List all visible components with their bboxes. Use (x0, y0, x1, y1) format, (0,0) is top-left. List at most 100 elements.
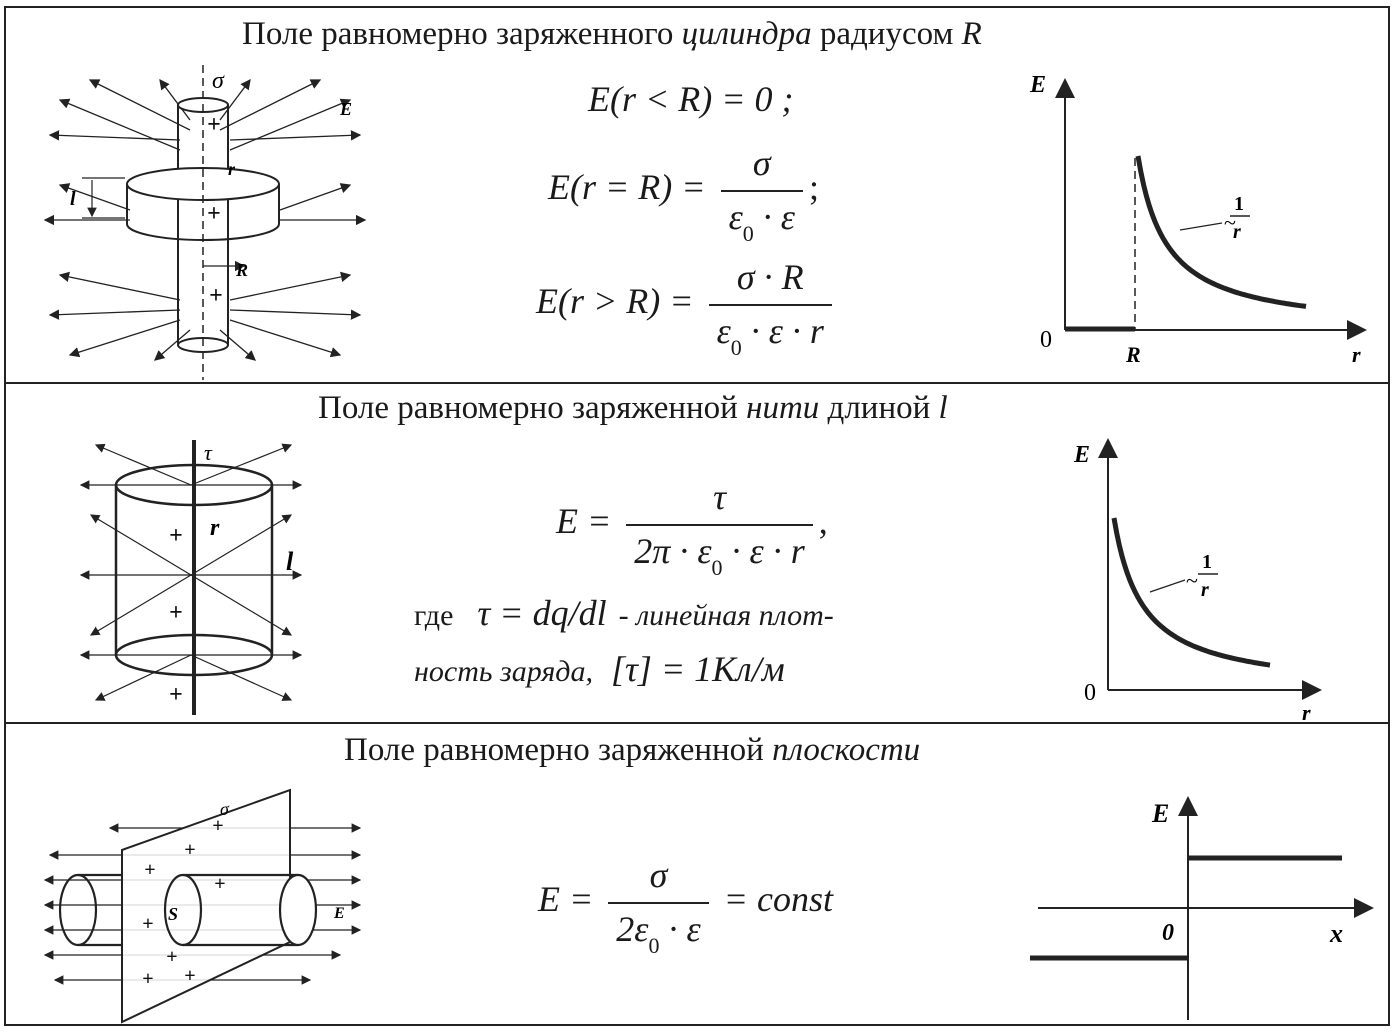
formula-lhs: E = (538, 878, 603, 919)
plus-sign: + (142, 968, 153, 990)
plus-sign: + (209, 283, 223, 309)
gauss-cylinder (58, 873, 318, 947)
den-part: ε (728, 196, 743, 237)
origin-label: 0 (1040, 327, 1052, 353)
plus-sign: + (142, 913, 153, 935)
fraction-numerator: σ · R (736, 257, 804, 297)
length-marker (82, 177, 125, 219)
plus-sign: + (144, 859, 155, 881)
charge-signs: + + + (169, 523, 183, 708)
fraction-denominator: ε0 · ε (720, 189, 803, 245)
length-label: l (286, 547, 294, 576)
plus-sign: + (166, 946, 177, 968)
thread-note-line2: ность заряда, [τ] = 1Кл/м (414, 648, 785, 690)
charge-signs: + + + + + + + + (142, 815, 225, 990)
area-label: S (168, 904, 178, 924)
den-subscript: 0 (648, 932, 660, 958)
radius-R-label: R (235, 260, 248, 280)
plus-sign: + (184, 965, 195, 987)
y-axis-label: E (1073, 442, 1090, 468)
title-italic-word: цилиндра (681, 16, 812, 52)
den-part: · ε · r (722, 530, 805, 571)
plus-sign: + (214, 873, 225, 895)
formula-tail: , (818, 500, 828, 541)
formula-lhs: E = (556, 500, 621, 541)
cylinder-formula-inside: E(r < R) = 0 ; (588, 79, 794, 119)
title-italic-word: нити (746, 390, 820, 426)
origin-label: 0 (1162, 920, 1174, 946)
tau-label: τ (204, 440, 213, 465)
note-text: - линейная плот- (618, 599, 834, 632)
curve-label-den: r (1201, 579, 1209, 601)
note-tau-definition: τ = dq/dl (477, 593, 607, 633)
title-text-middle: длиной (819, 390, 939, 426)
den-subscript: 0 (742, 220, 754, 246)
title-text: Поле равномерно заряженной (318, 390, 747, 426)
den-part: · ε (753, 196, 795, 237)
cylinder-section-title: Поле равномерно заряженного цилиндра рад… (242, 16, 982, 53)
inverse-r-curve (1111, 517, 1271, 668)
curve-label-den: r (1233, 221, 1241, 243)
tilde: ~ (1186, 568, 1198, 593)
thread-section-title: Поле равномерно заряженной нити длиной l (318, 390, 948, 427)
thread-graph: E 0 r ~ 1 r (1073, 438, 1322, 725)
fraction-numerator: τ (713, 477, 726, 517)
title-symbol: R (961, 16, 982, 52)
length-label: l (70, 188, 76, 210)
section-divider-2 (4, 722, 1390, 724)
fraction-numerator: σ (649, 855, 668, 895)
formula-lhs: E(r = R) = (548, 166, 715, 207)
den-part: 2ε (616, 908, 649, 949)
title-text-middle: радиусом (811, 16, 962, 52)
y-axis-label: E (1151, 799, 1169, 828)
plane-graph: E 0 x (1030, 796, 1374, 1020)
section-divider-1 (4, 382, 1390, 384)
plus-sign: + (169, 600, 183, 626)
note-where: где (414, 599, 454, 632)
fraction-numerator: σ (752, 143, 771, 183)
den-subscript: 0 (730, 334, 742, 360)
title-text: Поле равномерно заряженной (344, 732, 773, 768)
x-axis-label: r (1302, 700, 1311, 725)
formula-tail: = const (714, 878, 833, 919)
field-vector-label: E⃗ (339, 99, 366, 119)
title-symbol: l (938, 390, 948, 426)
den-part: 2π · ε (634, 530, 712, 571)
den-part: · ε · r (741, 310, 824, 351)
field-arrows (79, 443, 303, 701)
note-text: ность заряда, (414, 655, 593, 688)
sigma-label: σ (220, 799, 230, 819)
x-axis-label: x (1329, 919, 1343, 948)
formula-tail: ; (808, 166, 819, 207)
radius-label: r (210, 515, 220, 541)
plus-sign: + (169, 523, 183, 549)
radius-r-label: r (228, 159, 236, 179)
den-part: ε (716, 310, 731, 351)
x-axis-label: r (1352, 342, 1361, 367)
curve-pointer (1149, 579, 1186, 593)
y-axis-label: E (1029, 72, 1046, 98)
cylinder-diagram: + + + σ E⃗ l r R (43, 65, 367, 380)
fraction-denominator: 2ε0 · ε (608, 901, 709, 957)
R-tick-label: R (1125, 342, 1141, 367)
curve-pointer (1179, 222, 1223, 231)
thread-diagram: + + + τ r l (79, 440, 303, 715)
curve-label-num: 1 (1202, 551, 1212, 573)
fraction-denominator: ε0 · ε · r (708, 303, 832, 359)
origin-label: 0 (1084, 680, 1096, 706)
den-subscript: 0 (711, 554, 723, 580)
title-text: Поле равномерно заряженного (242, 16, 682, 52)
sigma-label: σ (212, 68, 225, 94)
field-arrows (43, 78, 367, 361)
cylinder-graph: E 0 R r ~ 1 r (1029, 72, 1367, 367)
den-part: · ε (659, 908, 701, 949)
title-italic-word: плоскости (772, 732, 921, 768)
field-vector-label: E⃗ (333, 905, 357, 922)
